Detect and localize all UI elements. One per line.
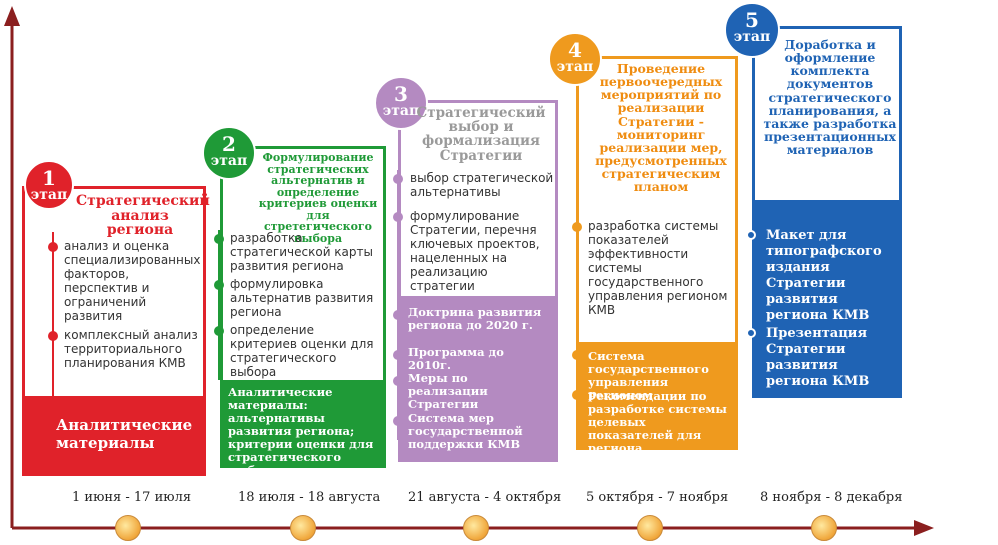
stage-3-item: формулирование Стратегии, перечня ключев…: [410, 209, 540, 293]
stage-2-date: 18 июля - 18 августа: [238, 490, 381, 505]
stage-4-title: Проведение первоочередных мероприятий по…: [595, 61, 727, 195]
stage-1-line: [52, 232, 54, 396]
stage-1-result: Аналитические материалы: [56, 416, 193, 452]
stage-4-bullet: [572, 350, 582, 360]
stage-5-result: Макет для типографского издания Стратеги…: [766, 228, 882, 323]
stage-3-date: 21 августа - 4 октября: [408, 490, 562, 505]
stage-2-bullet: [214, 280, 224, 290]
stage-4-result: Рекомендации по разработке системы целев…: [588, 389, 727, 455]
stage-3-item: выбор стратегической альтернативы: [410, 171, 554, 199]
stage-1-date: 1 июня - 17 июля: [72, 490, 192, 505]
stage-3-title: Стратегический выбор и формализация Стра…: [416, 105, 546, 164]
stage-5-bullet: [746, 230, 756, 240]
stage-5-bullet: [746, 328, 756, 338]
stage-4-line: [576, 222, 578, 402]
stage-1-bullet: [48, 242, 58, 252]
stage-5-date: 8 ноября - 8 декабря: [760, 490, 903, 505]
stage-2-line: [218, 230, 220, 380]
stage-4-badge: 4 этап: [548, 32, 602, 86]
stage-1-result-box: Аналитические материалы: [22, 396, 206, 476]
stage-2-badge: 2 этап: [202, 126, 256, 180]
stage-3-bullet: [393, 174, 403, 184]
stage-3-badge: 3 этап: [374, 76, 428, 130]
stage-3-line: [397, 170, 399, 440]
timeline-marker-3: [463, 515, 489, 541]
stage-2-result-box: Аналитические материалы: альтернативы ра…: [220, 380, 386, 477]
timeline-marker-1: [115, 515, 141, 541]
stage-3-bullet: [393, 376, 403, 386]
stage-5-title: Доработка и оформление комплекта докумен…: [763, 37, 897, 157]
stage-4-date: 5 октября - 7 ноября: [586, 490, 729, 505]
stage-2-bullet: [214, 234, 224, 244]
timeline-marker-2: [290, 515, 316, 541]
stage-3-result: Меры по реализации Стратегии: [408, 371, 488, 411]
stage-1-title: Стратегический анализ региона: [76, 193, 210, 239]
stage-2-title: Формулирование стратегических альтернати…: [258, 151, 378, 245]
stage-4-item: разработка системы показателей эффективн…: [588, 219, 728, 317]
stage-1-bullet: [48, 331, 58, 341]
stage-3-bullet: [393, 350, 403, 360]
stage-2-bullet: [214, 326, 224, 336]
stage-3-bullet: [393, 212, 403, 222]
stage-5-result: Презентация Стратегии развития региона К…: [766, 326, 870, 389]
stage-3-result: Система мер государственной поддержки КМ…: [408, 411, 523, 451]
timeline-marker-4: [637, 515, 663, 541]
horizontal-axis-arrow-icon: [914, 520, 934, 536]
stage-3-result: Программа до 2010г.: [408, 345, 504, 372]
stage-2-item: формулировка альтернатив развития регион…: [230, 277, 374, 319]
stage-2-item: разработка стратегической карты развития…: [230, 231, 373, 273]
timeline-marker-5: [811, 515, 837, 541]
stage-3-result: Доктрина развития региона до 2020 г.: [408, 305, 542, 332]
stage-4-bullet: [572, 222, 582, 232]
stage-2-item: определение критериев оценки для стратег…: [230, 323, 374, 379]
vertical-axis-arrow-icon: [4, 6, 20, 26]
stage-3-bullet: [393, 416, 403, 426]
stage-1-item: анализ и оценка специализированных факто…: [64, 239, 201, 323]
stage-4-result: Система государственного управления реги…: [588, 349, 709, 402]
stage-2-result: Аналитические материалы: альтернативы ра…: [228, 385, 374, 477]
stage-5-badge: 5 этап: [724, 2, 780, 58]
stage-4-result-box: Система государственного управления реги…: [576, 342, 738, 455]
stage-1-item: комплексный анализ территориального план…: [64, 328, 198, 370]
stage-5-result-box: Макет для типографского издания Стратеги…: [752, 200, 902, 398]
stage-1-badge: 1 этап: [24, 160, 74, 210]
stage-3-result-box: Доктрина развития региона до 2020 г. Про…: [398, 296, 558, 462]
stage-3-bullet: [393, 310, 403, 320]
stage-4-bullet: [572, 390, 582, 400]
